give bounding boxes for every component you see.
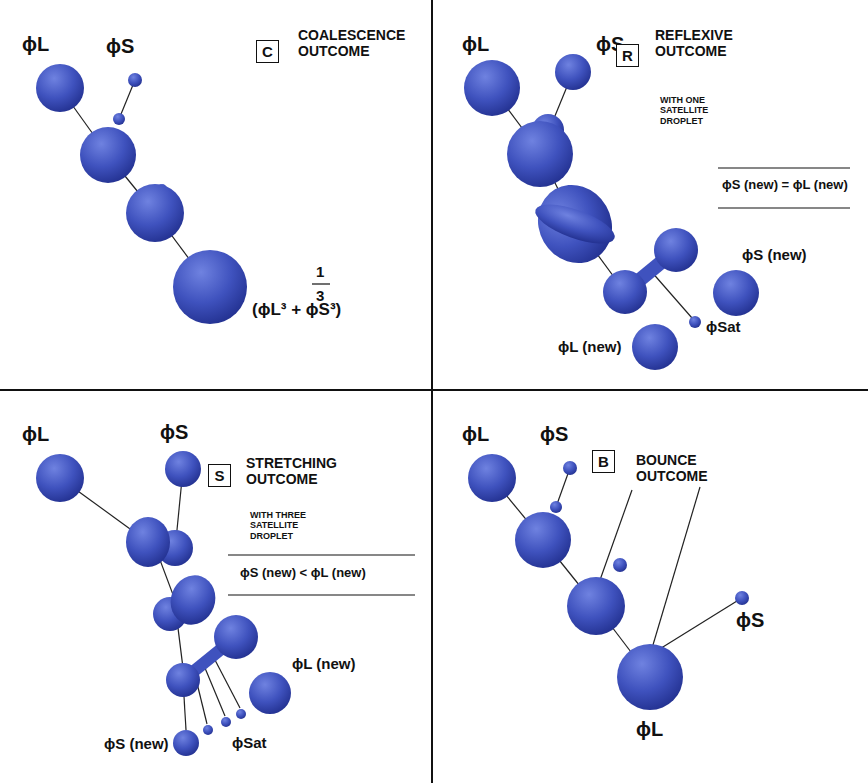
outcome-letter-box: R bbox=[616, 44, 639, 67]
exponent-number: 1 bbox=[316, 263, 324, 280]
outcome-title: COALESCENCE OUTCOME bbox=[298, 27, 423, 59]
diameter-label: ϕL (new) bbox=[558, 338, 621, 355]
diameter-label: ϕL bbox=[462, 33, 489, 56]
outcome-letter: B bbox=[598, 454, 609, 469]
outcome-letter-box: B bbox=[592, 450, 615, 473]
fraction-bar bbox=[312, 283, 330, 284]
diameter-label: ϕL (new) bbox=[292, 655, 355, 672]
diameter-label: ϕS bbox=[106, 35, 134, 58]
diameter-label: ϕL bbox=[22, 33, 49, 56]
droplet bbox=[36, 64, 247, 324]
outcome-note: WITH THREE SATELLITE DROPLET bbox=[250, 510, 330, 541]
trajectory-lines bbox=[60, 469, 240, 730]
outcome-letter: C bbox=[262, 44, 273, 59]
rule-line bbox=[718, 207, 850, 208]
outcome-title: STRETCHING OUTCOME bbox=[246, 455, 371, 487]
diameter-label: ϕSat bbox=[232, 734, 267, 751]
outcome-title: BOUNCE OUTCOME bbox=[636, 452, 761, 484]
diameter-label: ϕS bbox=[540, 423, 568, 446]
outcome-letter-box: C bbox=[256, 40, 279, 63]
diameter-label: ϕS (new) bbox=[104, 735, 169, 752]
diameter-label: ϕSat bbox=[706, 318, 741, 335]
trajectory-lines bbox=[492, 468, 737, 677]
diameter-label: ϕS (new) bbox=[742, 246, 807, 263]
rule-line bbox=[228, 594, 415, 595]
rule-line bbox=[228, 554, 415, 555]
droplet bbox=[464, 54, 759, 370]
outcome-letter: S bbox=[214, 468, 224, 483]
diameter-label: ϕS bbox=[736, 609, 764, 632]
diameter-label: ϕS bbox=[160, 421, 188, 444]
size-relation: ϕS (new) = ϕL (new) bbox=[722, 178, 850, 193]
diameter-label: ϕL bbox=[636, 718, 663, 741]
outcome-letter: R bbox=[622, 48, 633, 63]
trajectory-lines bbox=[60, 80, 210, 287]
diameter-formula: (ϕL³ + ϕS³) bbox=[252, 300, 341, 320]
size-relation: ϕS (new) < ϕL (new) bbox=[240, 566, 415, 581]
droplet bbox=[468, 454, 749, 710]
outcome-title: REFLEXIVE OUTCOME bbox=[655, 27, 780, 59]
divider-line bbox=[0, 389, 868, 391]
diameter-label: ϕL bbox=[22, 423, 49, 446]
divider-line bbox=[431, 0, 433, 783]
rule-line bbox=[718, 167, 850, 168]
outcome-letter-box: S bbox=[208, 464, 231, 487]
outcome-note: WITH ONE SATELLITE DROPLET bbox=[660, 95, 732, 126]
droplet bbox=[36, 451, 291, 756]
diameter-label: ϕL bbox=[462, 423, 489, 446]
